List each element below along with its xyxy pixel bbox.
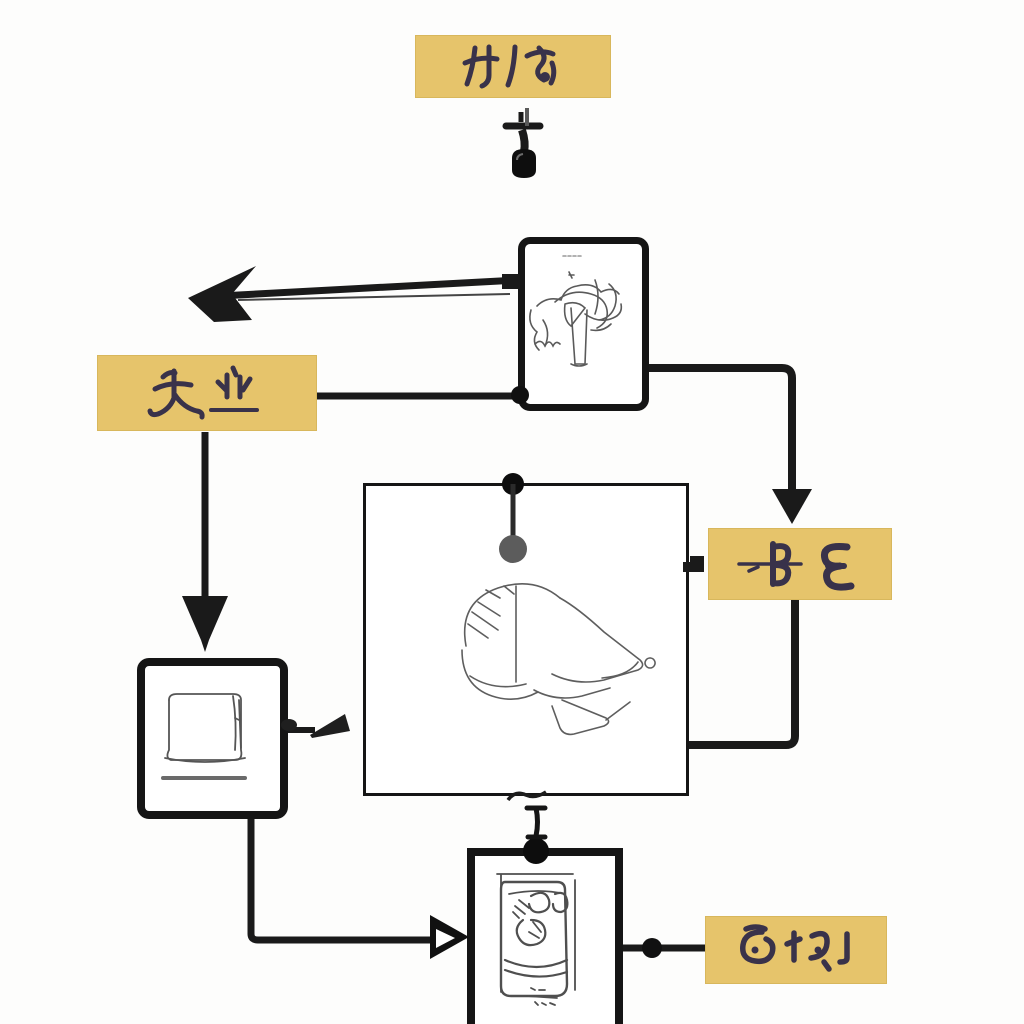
edge-labelright-to-dog [683,600,799,749]
frame-phone-sketch[interactable] [467,848,623,1024]
dog-to-labelright-notch [690,556,704,562]
phone-left-arrowhead-notch [436,929,455,948]
frame-monitor-sketch[interactable] [137,658,288,819]
dog-head-sketch-icon [461,582,656,736]
labelright-down-arrowhead-icon [772,489,812,524]
laptop-sketch-icon [161,693,247,780]
phone-sketch-icon [496,873,576,1006]
label-bottom-right[interactable] [705,916,887,984]
label-left-glyphs-icon [147,365,259,420]
phone-left-arrowhead-icon [430,915,469,959]
i-bar-connector-icon [524,805,548,840]
edge-hand-to-left-shaft [219,276,519,300]
label-top-glyphs-icon [462,44,557,88]
label-bottom-right-glyphs-icon [740,924,850,972]
hand-pen-sketch-icon [529,255,623,367]
plumb-pin-icon [502,108,544,178]
monitor-link-wedge-icon [310,714,350,738]
left-arrowhead-icon [188,266,256,322]
frame-hand-sketch[interactable] [518,237,649,411]
label-top[interactable] [415,35,611,98]
edge-hand-to-left-underline [237,293,511,301]
monitor-down-arrowhead-icon [182,596,228,652]
edge-monitor-to-phone [247,802,432,944]
label-right-glyphs-icon [737,541,855,591]
label-right[interactable] [708,528,892,600]
label-left[interactable] [97,355,317,431]
edge-hand-to-labelright [635,364,796,492]
frame-dog-sketch[interactable] [363,483,689,796]
phone-labelbr-midpoint-node [642,938,662,958]
